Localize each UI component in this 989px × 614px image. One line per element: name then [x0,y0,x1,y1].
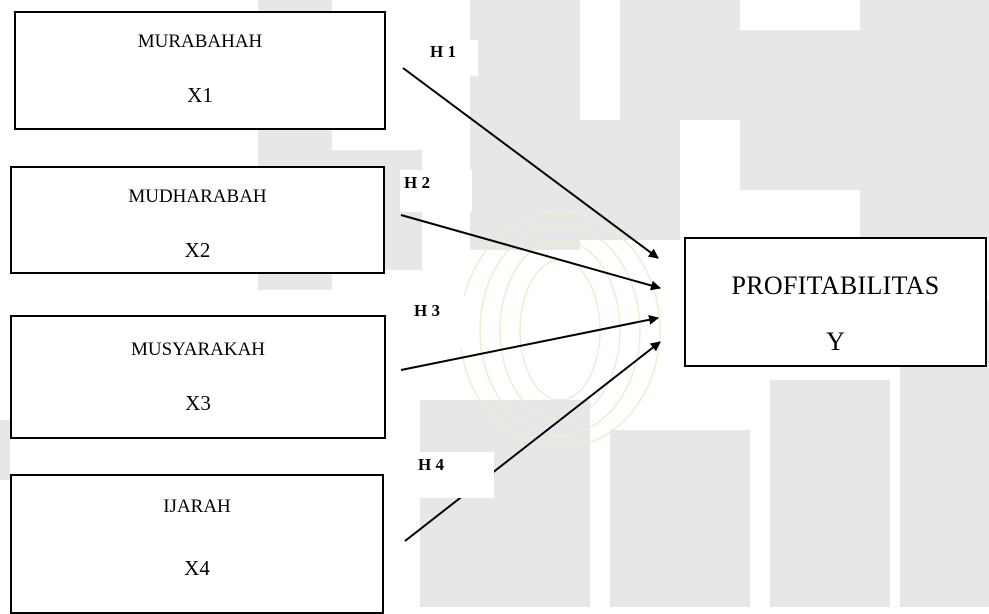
variable-name: MUDHARABAH [128,186,267,207]
arrow-h3 [400,314,659,371]
variable-symbol: X3 [185,391,211,415]
arrow-h1 [402,67,659,259]
variable-box-mudharabah: MUDHARABAH X2 [10,166,385,274]
variable-box-musyarakah: MUSYARAKAH X3 [10,315,386,439]
variable-box-ijarah: IJARAH X4 [10,474,384,614]
variable-symbol: X2 [184,238,211,262]
variable-box-murabahah: MURABAHAH X1 [14,11,386,130]
variable-symbol: X1 [187,83,213,107]
arrow-h2 [400,214,661,291]
hypothesis-label-h1: H 1 [418,40,478,76]
hypothesis-label-h4: H 4 [410,452,494,498]
variable-box-profitabilitas: PROFITABILITAS Y [684,237,987,367]
variable-symbol: Y [826,327,845,356]
arrow-h4 [404,341,661,542]
variable-name: PROFITABILITAS [731,271,940,300]
variable-name: IJARAH [163,496,231,517]
hypothesis-label-h3: H 3 [398,296,470,348]
variable-name: MURABAHAH [137,31,263,52]
hypothesis-label-h2: H 2 [400,170,472,212]
variable-symbol: X4 [184,556,210,580]
variable-name: MUSYARAKAH [130,339,266,360]
